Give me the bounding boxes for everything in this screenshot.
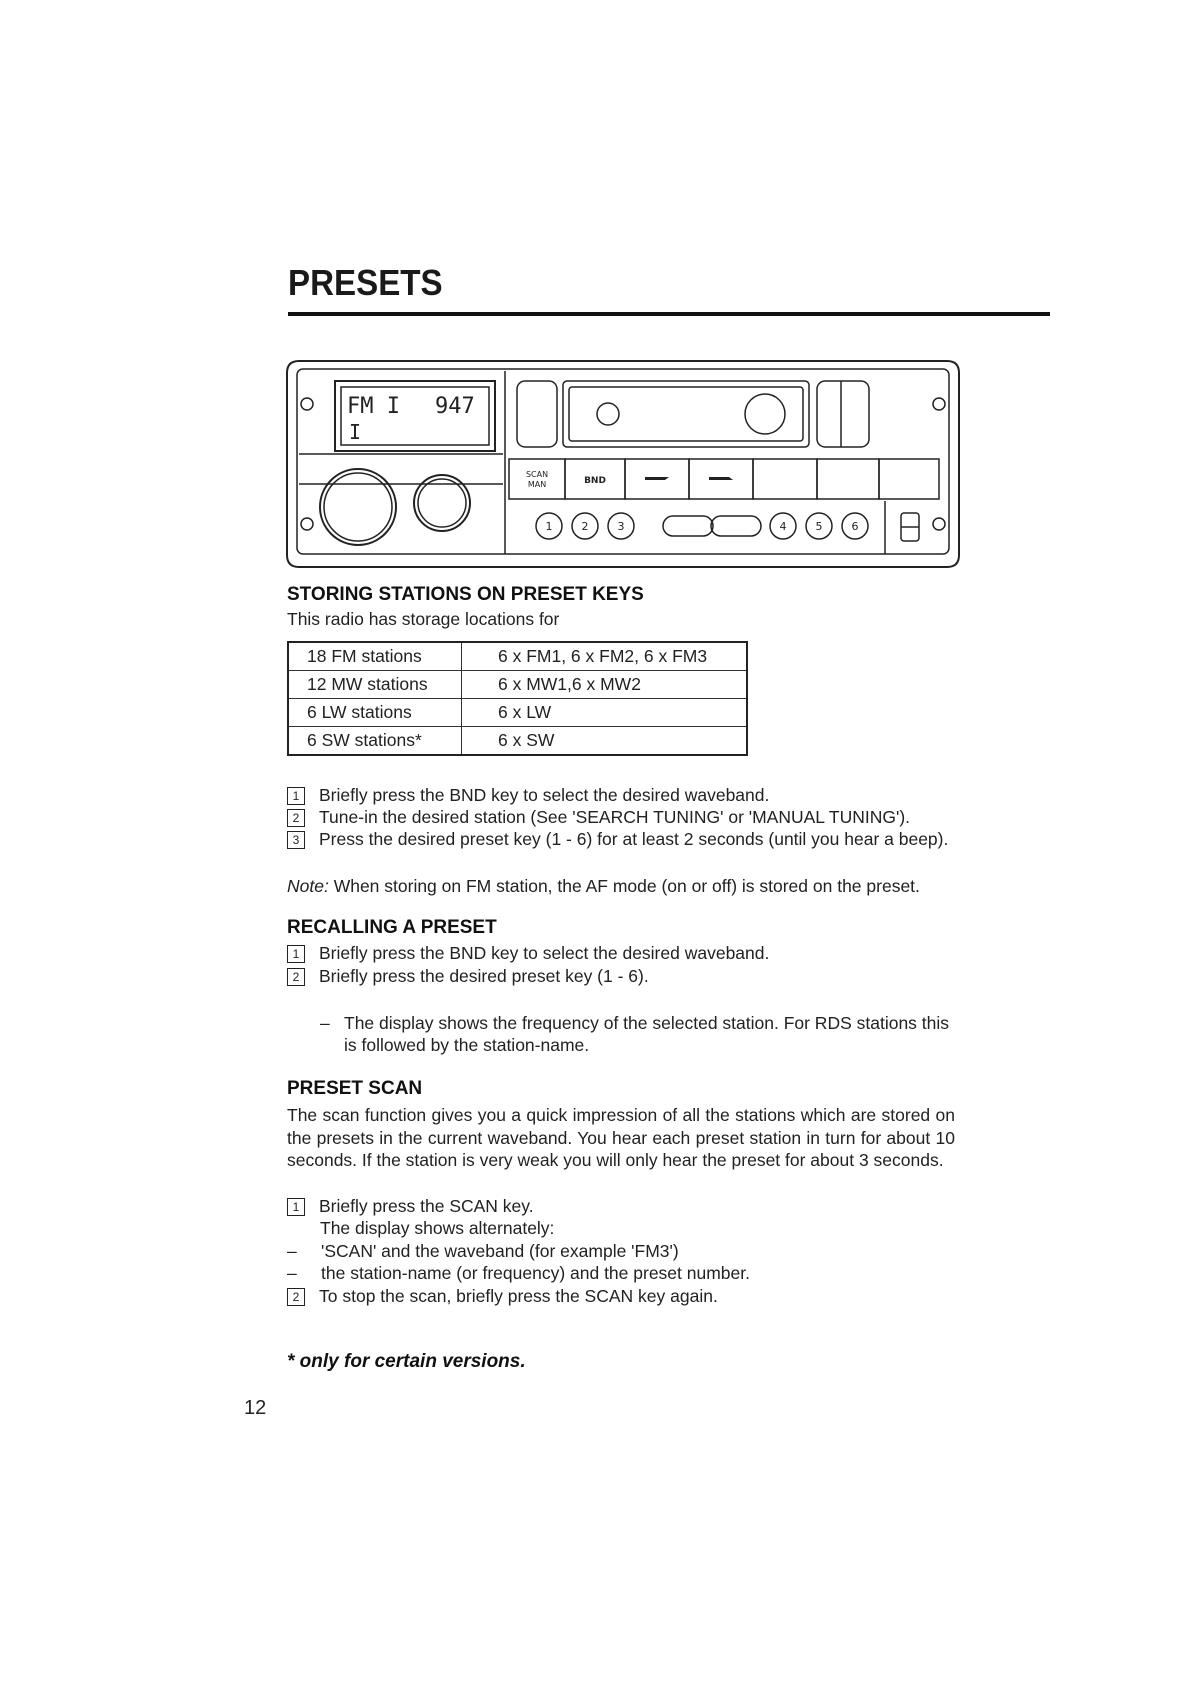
eject-button <box>816 380 870 448</box>
storage-table: 18 FM stations 6 x FM1, 6 x FM2, 6 x FM3… <box>287 641 748 756</box>
storing-intro: This radio has storage locations for <box>287 609 560 629</box>
svg-text:2: 2 <box>582 520 589 533</box>
scan-dash-item: –'SCAN' and the waveband (for example 'F… <box>287 1241 679 1261</box>
preset-button-3 <box>607 512 635 540</box>
preset-button-5 <box>805 512 833 540</box>
radio-display <box>334 380 496 452</box>
footnote: * only for certain versions. <box>287 1351 526 1372</box>
display-frequency: 947 <box>435 394 475 419</box>
tone-knob <box>413 474 471 532</box>
preset-button-4 <box>769 512 797 540</box>
display-band: FM I <box>347 394 400 419</box>
mode-button <box>710 515 762 537</box>
preset-button-1 <box>535 512 563 540</box>
preset-button-2 <box>571 512 599 540</box>
scan-dash-item: –the station-name (or frequency) and the… <box>287 1263 750 1283</box>
svg-text:5: 5 <box>816 520 823 533</box>
svg-text:4: 4 <box>780 520 787 533</box>
table-cell: 6 SW stations* <box>287 726 462 756</box>
svg-text:3: 3 <box>618 520 625 533</box>
svg-text:MAN: MAN <box>528 480 546 489</box>
screw-icon <box>932 517 946 531</box>
arrow-left-icon <box>645 477 669 480</box>
display-line2: I <box>349 420 361 444</box>
recalling-heading: RECALLING A PRESET <box>287 917 497 938</box>
table-cell: 12 MW stations <box>287 670 462 699</box>
table-cell: 6 LW stations <box>287 698 462 727</box>
radio-illustration: FM I 947 I SCAN MAN BND 1 <box>285 359 961 569</box>
table-cell: 6 x MW1,6 x MW2 <box>461 670 748 699</box>
page-title: PRESETS <box>288 262 443 303</box>
table-row: 6 LW stations 6 x LW <box>287 698 748 727</box>
step-number-box: 2 <box>287 1288 305 1307</box>
scan-description: The scan function gives you a quick impr… <box>287 1105 955 1170</box>
table-row: 18 FM stations 6 x FM1, 6 x FM2, 6 x FM3 <box>287 641 748 671</box>
step-number-box: 3 <box>287 831 305 850</box>
table-row: 6 SW stations* 6 x SW <box>287 726 748 756</box>
table-cell: 6 x FM1, 6 x FM2, 6 x FM3 <box>461 641 748 671</box>
svg-text:1: 1 <box>546 520 553 533</box>
cassette-door <box>516 380 558 448</box>
page-number: 12 <box>244 1397 267 1419</box>
screw-icon <box>932 397 946 411</box>
storing-heading: STORING STATIONS ON PRESET KEYS <box>287 584 644 605</box>
volume-knob <box>319 468 397 546</box>
svg-text:SCAN: SCAN <box>526 470 548 479</box>
scan-heading: PRESET SCAN <box>287 1078 423 1099</box>
preset-button-6 <box>841 512 869 540</box>
cassette-reel-icon <box>744 393 786 435</box>
radio-body <box>286 360 960 568</box>
svg-text:BND: BND <box>584 476 606 486</box>
table-cell: 18 FM stations <box>287 641 462 671</box>
screw-icon <box>300 517 314 531</box>
cassette-reel-icon <box>596 402 620 426</box>
storing-note: Note: When storing on FM station, the AF… <box>287 876 920 896</box>
step-number-box: 1 <box>287 1198 305 1217</box>
step-number-box: 1 <box>287 787 305 806</box>
step-number-box: 1 <box>287 945 305 964</box>
recalling-result: –The display shows the frequency of the … <box>320 1013 950 1055</box>
cassette-slot <box>562 380 810 448</box>
step-number-box: 2 <box>287 809 305 828</box>
table-cell: 6 x SW <box>461 726 748 756</box>
arrow-right-icon <box>709 477 733 480</box>
step-number-box: 2 <box>287 968 305 987</box>
mode-button <box>662 515 714 537</box>
table-row: 12 MW stations 6 x MW1,6 x MW2 <box>287 670 748 699</box>
svg-text:6: 6 <box>852 520 859 533</box>
radio-faceplate <box>296 368 950 555</box>
scan-man-button <box>508 458 566 500</box>
title-rule <box>288 312 1050 316</box>
table-cell: 6 x LW <box>461 698 748 727</box>
screw-icon <box>300 397 314 411</box>
scan-step-sub: The display shows alternately: <box>320 1218 555 1238</box>
